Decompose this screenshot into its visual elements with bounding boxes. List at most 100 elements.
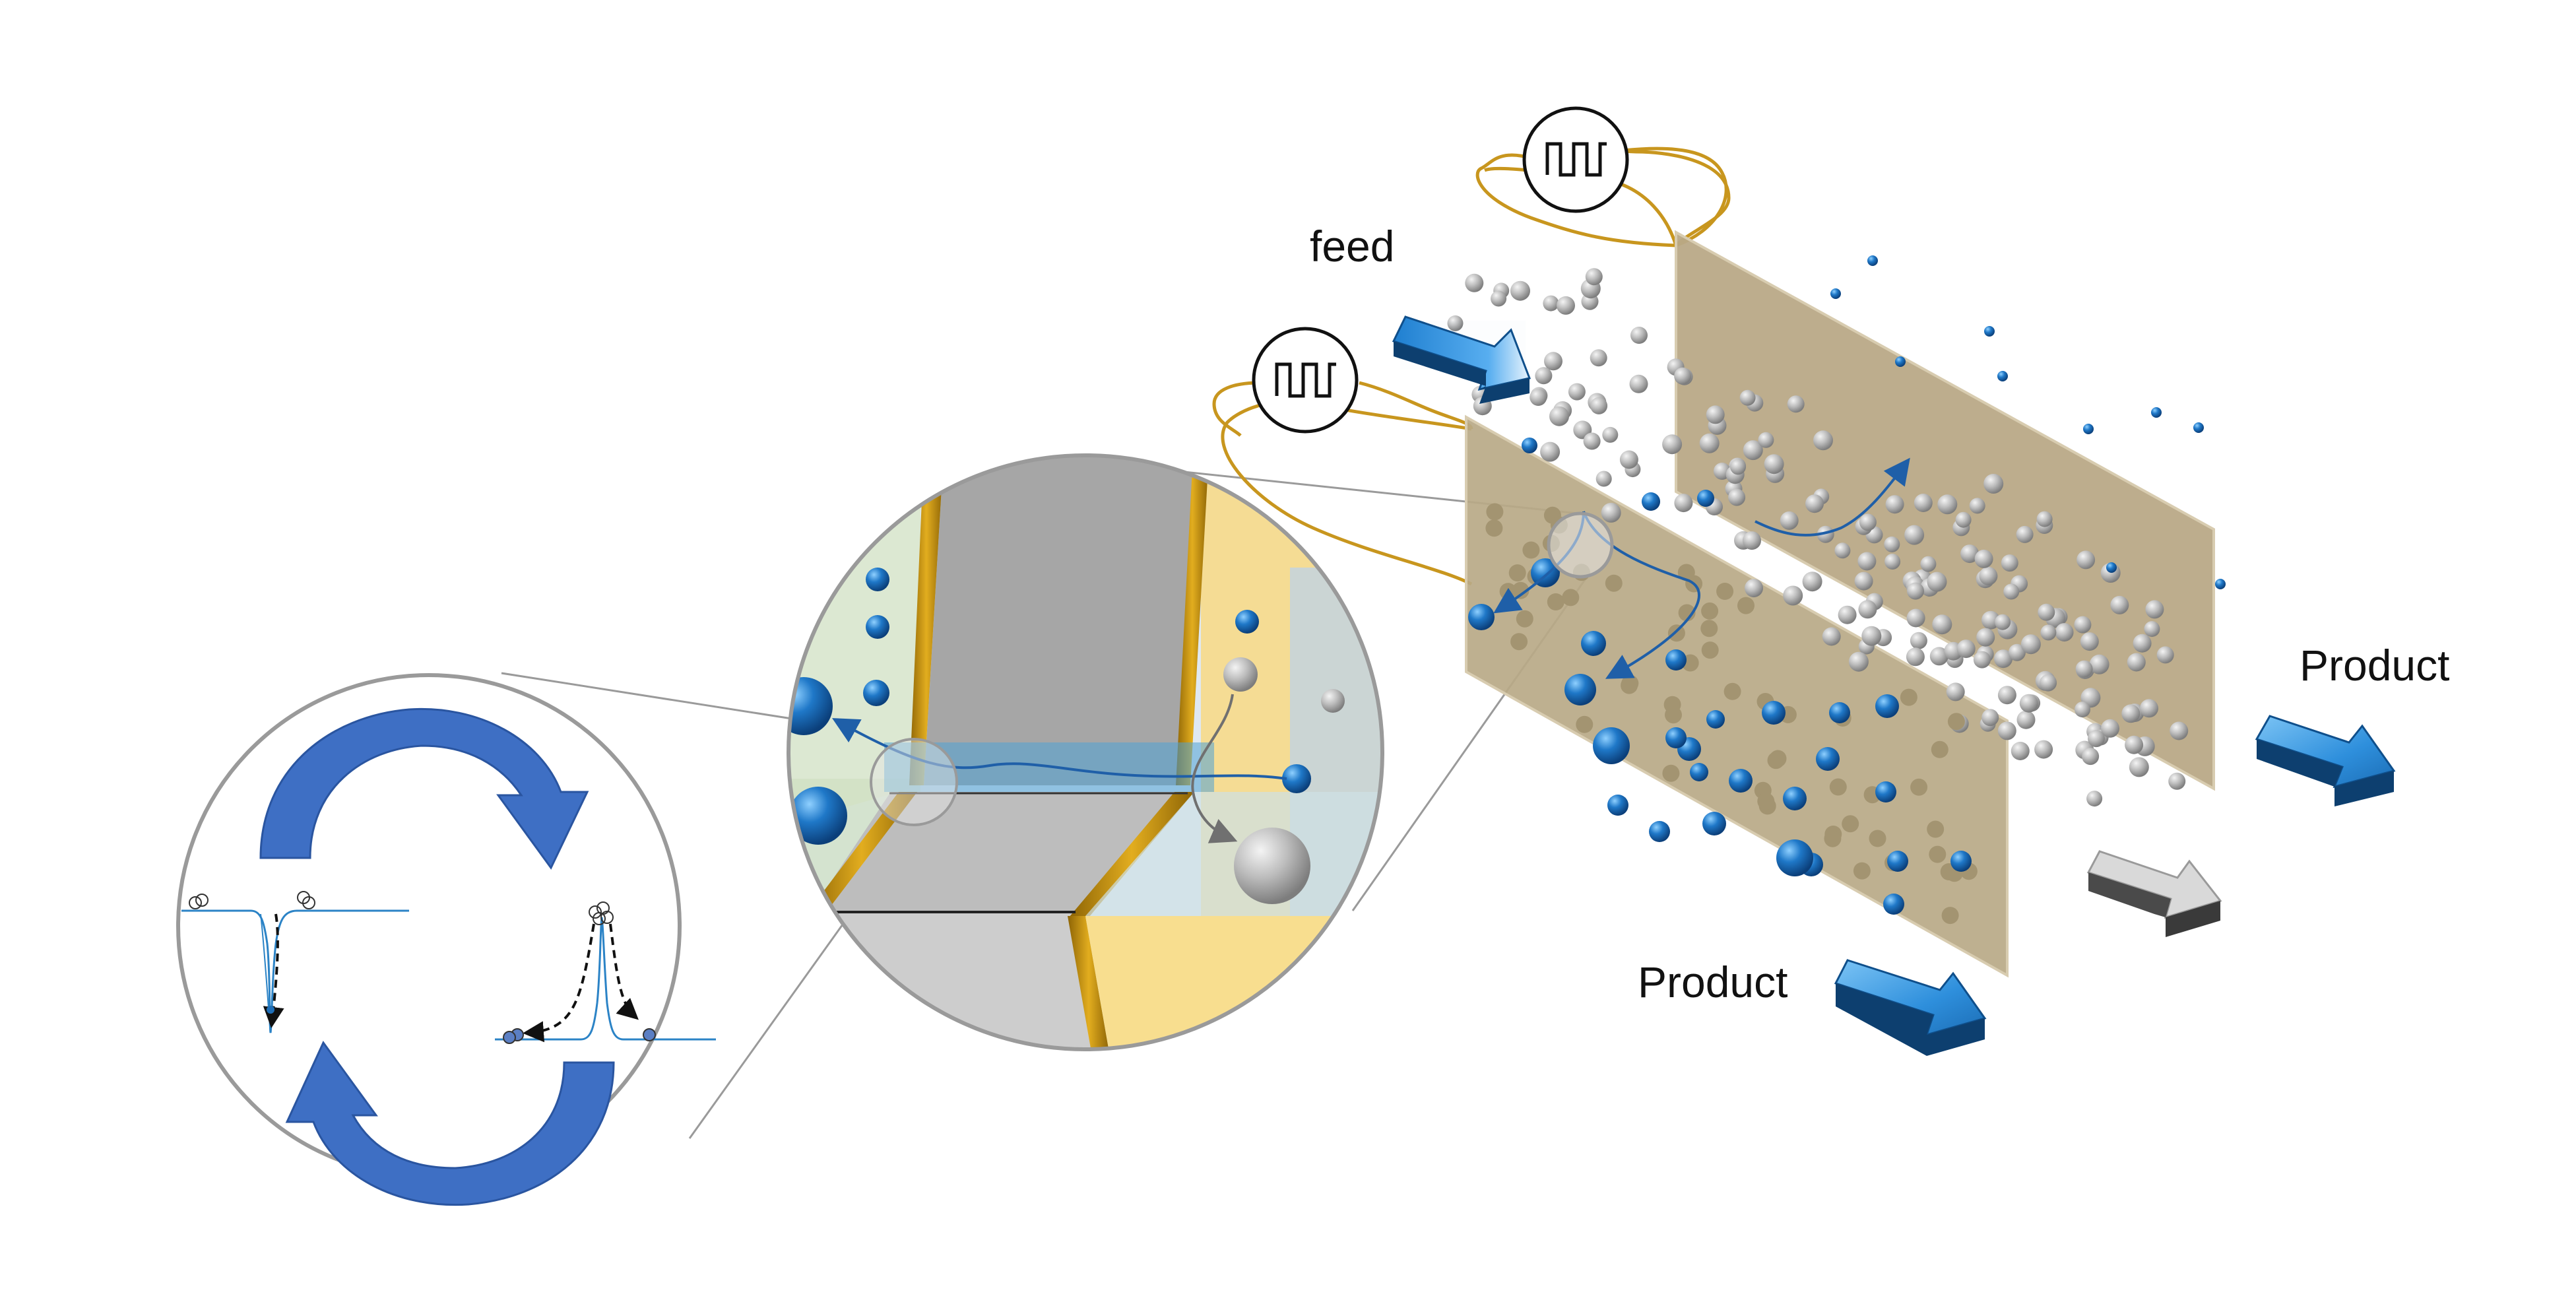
particle-gray	[1920, 556, 1937, 572]
particle-ion-blue-small	[2106, 562, 2117, 573]
particle-gray	[2125, 735, 2144, 754]
particle-gray	[2040, 674, 2057, 692]
particle-ion-blue	[1522, 438, 1537, 453]
particle-gray	[1995, 614, 2011, 630]
particle-gray	[1787, 395, 1805, 413]
particle-behind-membrane	[1829, 778, 1847, 796]
particle-ion-blue	[1665, 727, 1687, 748]
particle-behind-membrane	[1931, 740, 1948, 758]
particle-behind-membrane	[1929, 845, 1947, 863]
particle-gray	[1956, 639, 1976, 659]
particle-behind-membrane	[1678, 604, 1696, 622]
particle-behind-membrane	[1737, 597, 1755, 614]
particle-ion-blue	[1468, 604, 1495, 630]
particle-gray	[1813, 430, 1833, 451]
particle-gray	[2168, 772, 2186, 790]
particle-behind-membrane	[1485, 519, 1503, 537]
cycle-arrow-icon	[285, 1041, 615, 1206]
particle-gray	[1969, 498, 1985, 514]
particle-behind-membrane	[1900, 688, 1917, 706]
particle-gray	[1557, 296, 1575, 315]
particle-gray	[1817, 525, 1834, 543]
particle-ion-blue	[1706, 710, 1725, 729]
particle-gray	[2008, 643, 2026, 661]
particle-ion-blue	[1762, 701, 1786, 725]
particle-ion-blue	[1690, 763, 1708, 781]
particle-behind-membrane	[1667, 624, 1685, 642]
particle-gray	[1619, 450, 1638, 469]
particle-gray	[1884, 536, 1900, 552]
particle-gray	[2040, 624, 2057, 641]
particle-gray	[1848, 651, 1869, 672]
particle-gray	[2075, 702, 2090, 718]
particle-gray	[1857, 552, 1877, 571]
particle-behind-membrane	[1769, 750, 1787, 768]
particle-gray	[1994, 649, 2012, 669]
particle-gray	[1914, 494, 1933, 512]
particle-gray	[2086, 791, 2103, 807]
particle-gray	[1997, 721, 2016, 740]
particle-gray	[1932, 614, 1952, 635]
particle-gray	[1743, 440, 1763, 461]
particle-behind-membrane	[1910, 778, 1928, 796]
particle-behind-membrane	[1927, 820, 1945, 838]
particle-gray	[1907, 582, 1924, 600]
particle-behind-membrane	[1662, 764, 1680, 782]
particle-gray	[1979, 566, 1998, 585]
particle-ion-blue-small	[1895, 356, 1906, 367]
particle-ion-blue	[1649, 821, 1670, 842]
particle-gray	[2034, 740, 2053, 759]
particle-behind-membrane	[1716, 583, 1734, 600]
particle-gray	[2170, 721, 2189, 740]
product-arrow-icon	[2255, 715, 2396, 806]
potential-peak-curve	[495, 901, 716, 1044]
particle-gray	[1758, 432, 1774, 448]
particle-gray	[1730, 459, 1746, 475]
particle-gray	[1629, 374, 1648, 393]
particle-gray	[1540, 441, 1561, 462]
particle-ion-blue	[1665, 649, 1687, 670]
particle-gray	[1706, 405, 1725, 424]
particle-gray	[2110, 595, 2129, 614]
particle-gray	[1510, 280, 1530, 301]
particle-gray	[1595, 471, 1612, 487]
particle-gray	[2036, 511, 2053, 527]
particle-gray	[1997, 686, 2016, 705]
particle-behind-membrane	[1723, 682, 1741, 700]
particle-gray	[1981, 709, 1999, 727]
particle-ion-blue	[1829, 702, 1850, 723]
particle-gray	[1906, 608, 1925, 628]
particle-gray	[1602, 426, 1619, 443]
particle-ion-blue	[1642, 492, 1660, 511]
cycle-arrow-icon	[259, 707, 589, 870]
particle-gray	[1910, 632, 1927, 649]
particle-gray	[1662, 434, 1683, 455]
particle-gray	[1929, 647, 1948, 666]
particle-behind-membrane	[1757, 793, 1775, 810]
particle-behind-membrane	[1824, 830, 1842, 847]
particle-ion-blue	[1564, 674, 1596, 705]
particle-gray	[1530, 389, 1547, 406]
particle-gray	[1728, 488, 1746, 506]
particle-gray	[2089, 654, 2109, 674]
particle-gray	[1973, 651, 1991, 669]
particle-gray	[2077, 550, 2096, 570]
particle-gray	[1549, 406, 1569, 426]
particle-ion-blue	[1783, 787, 1807, 810]
particle-gray	[1858, 600, 1877, 619]
particle-ion-blue	[1702, 812, 1726, 835]
particle-ion-blue	[1607, 795, 1628, 816]
particle-behind-membrane	[1701, 602, 1719, 620]
particle-gray	[2016, 525, 2034, 543]
particle-ion-blue	[1950, 851, 1972, 872]
particle-behind-membrane	[1842, 815, 1859, 833]
particle-gray	[1805, 494, 1824, 513]
particle-behind-membrane	[1562, 589, 1580, 606]
particle-gray	[2038, 603, 2055, 621]
feed-label: feed	[1310, 222, 1395, 271]
particle-behind-membrane	[1510, 633, 1528, 651]
particle-gray	[2156, 646, 2174, 664]
particle-gray	[1543, 295, 1559, 311]
particle-gray	[2020, 634, 2041, 655]
particle-behind-membrane	[1869, 830, 1886, 847]
